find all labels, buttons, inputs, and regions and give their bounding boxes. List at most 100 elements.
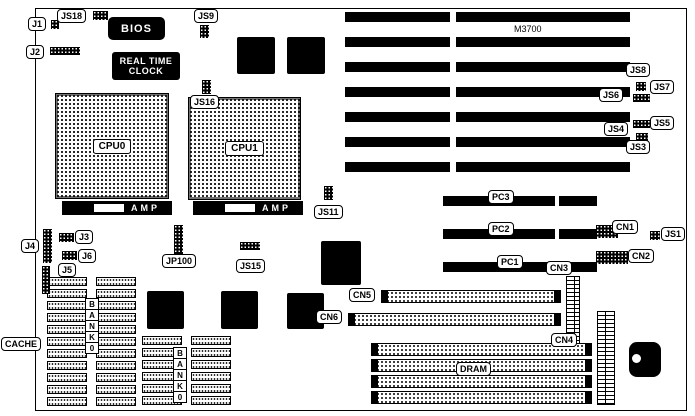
isa-slot-segment: [456, 12, 630, 22]
socket-cell: [96, 289, 136, 298]
socket-cell: [96, 313, 136, 322]
socket-row: [47, 373, 136, 382]
jp100-header: [174, 225, 183, 256]
ic-chip: [321, 241, 361, 285]
socket-cell: [96, 397, 136, 406]
js15-jumper: [240, 242, 260, 250]
socket-cell: [96, 349, 136, 358]
js16-jumper: [202, 80, 211, 94]
cpu1-amp-connector: AMP: [193, 201, 303, 215]
cpu0-label: CPU0: [92, 138, 132, 154]
socket-row: [142, 336, 231, 345]
isa-slot-segment: [456, 137, 630, 147]
cpu1-socket: CPU1: [188, 97, 301, 200]
ic-chip: [147, 291, 184, 329]
rtc-chip-label-line1: REAL TIME: [119, 56, 173, 66]
socket-cell: [47, 301, 87, 310]
callout-cn3: CN3: [546, 261, 573, 275]
socket-cell: [142, 336, 182, 345]
socket-row: [142, 384, 231, 393]
bios-chip-label: BIOS: [121, 22, 152, 35]
isa-slot-segment: [456, 87, 630, 97]
isa-slot-segment: [456, 62, 630, 72]
callout-js5: JS5: [650, 116, 675, 130]
socket-cell: [47, 349, 87, 358]
socket-cell: [96, 361, 136, 370]
isa-slot-segment: [345, 137, 450, 147]
rtc-chip: REAL TIME CLOCK: [112, 52, 180, 80]
ic-chip: [237, 37, 275, 74]
cn6-connector: [348, 313, 561, 326]
isa-slot-segment: [345, 87, 450, 97]
dram-simm-slot: [371, 343, 592, 356]
memory-bank-right: [142, 336, 231, 410]
socket-cell: [96, 301, 136, 310]
keyboard-connector: [629, 342, 661, 377]
socket-row: [47, 337, 136, 346]
amp-brand-label: AMP: [262, 203, 291, 213]
js6-js7-jumper: [633, 94, 650, 102]
js3-jumper: [636, 133, 648, 141]
callout-js11: JS11: [314, 205, 343, 219]
cpu0-amp-connector: AMP: [62, 201, 172, 215]
j2-header: [50, 47, 80, 55]
socket-cell: [47, 373, 87, 382]
bank-letter: B: [85, 298, 99, 310]
pci-slot-segment: [559, 262, 597, 272]
socket-cell: [47, 397, 87, 406]
dram-simm-slot: [371, 391, 592, 404]
isa-slot-segment: [456, 112, 630, 122]
amp-window: [225, 204, 255, 212]
socket-cell: [47, 385, 87, 394]
callout-j4: J4: [21, 239, 40, 253]
bios-chip: BIOS: [108, 17, 165, 40]
callout-pc3: PC3: [488, 190, 514, 204]
callout-j3: J3: [75, 230, 94, 244]
callout-js16: JS16: [190, 95, 220, 109]
amp-brand-label: AMP: [131, 203, 160, 213]
ic-chip: [287, 37, 325, 74]
callout-j1: J1: [28, 17, 47, 31]
rtc-chip-label-line2: CLOCK: [128, 66, 164, 76]
j1-jumper: [51, 20, 59, 29]
callout-js9: JS9: [194, 9, 219, 23]
socket-cell: [47, 325, 87, 334]
callout-j6: J6: [78, 249, 97, 263]
socket-cell: [191, 372, 231, 381]
js18-jumper: [93, 11, 108, 20]
js9-jumper: [200, 25, 209, 38]
pci-slot-segment: [559, 196, 597, 206]
bank-right-label: B A N K 0: [173, 347, 187, 403]
socket-cell: [47, 337, 87, 346]
cpu0-socket: CPU0: [55, 93, 169, 199]
socket-cell: [191, 384, 231, 393]
callout-cache: CACHE: [1, 337, 42, 351]
socket-row: [47, 361, 136, 370]
socket-cell: [47, 277, 87, 286]
callout-js4: JS4: [604, 122, 629, 136]
js11-jumper: [324, 186, 333, 200]
pci-slot-segment: [559, 229, 597, 239]
bank-letter: 0: [85, 342, 99, 354]
cn4-connector: [597, 311, 615, 405]
callout-js18: JS18: [57, 9, 87, 23]
isa-slot-segment: [345, 112, 450, 122]
socket-cell: [96, 385, 136, 394]
isa-slot-segment: [456, 162, 630, 172]
socket-cell: [191, 360, 231, 369]
socket-cell: [96, 337, 136, 346]
isa-slot-segment: [345, 62, 450, 72]
socket-cell: [191, 348, 231, 357]
cn3-connector: [566, 276, 580, 344]
js4-js5-jumper: [633, 120, 650, 128]
callout-pc1: PC1: [497, 255, 523, 269]
callout-js1: JS1: [661, 227, 686, 241]
callout-js6: JS6: [599, 88, 624, 102]
socket-cell: [96, 325, 136, 334]
callout-cn5: CN5: [349, 288, 376, 302]
isa-slot-segment: [456, 37, 630, 47]
js1-jumper: [650, 231, 660, 240]
socket-cell: [96, 373, 136, 382]
ic-chip: [221, 291, 258, 329]
callout-j2: J2: [26, 45, 45, 59]
